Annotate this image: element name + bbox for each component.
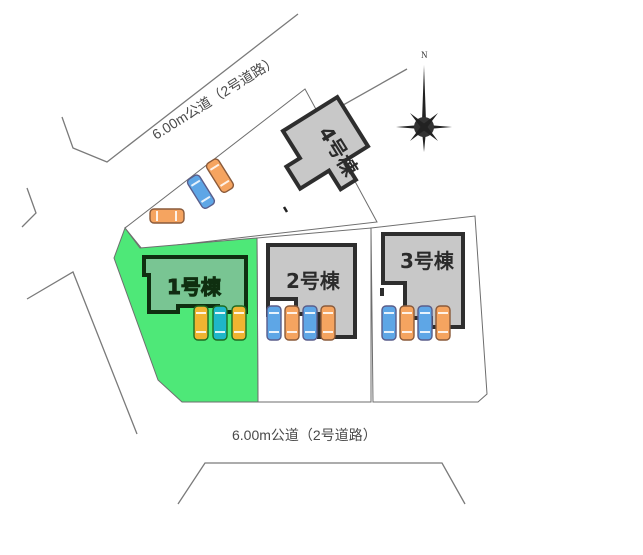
building-4-entry-mark — [282, 206, 289, 213]
car — [212, 305, 228, 341]
building-1[interactable] — [142, 255, 248, 314]
building-1-label: 1号棟 — [167, 275, 222, 299]
car — [193, 305, 209, 341]
north-road-outer-edge — [61, 13, 299, 163]
parking-lot-3 — [381, 305, 451, 341]
car — [186, 174, 216, 210]
car — [205, 158, 235, 194]
west-road-lower-edge — [26, 271, 138, 435]
car — [417, 305, 433, 341]
car — [149, 208, 185, 224]
building-2-label: 2号棟 — [286, 269, 341, 293]
compass-north-label: N — [421, 50, 428, 60]
car — [284, 305, 300, 341]
south-road-edge — [177, 462, 466, 505]
compass-rose-icon: N — [396, 50, 452, 152]
building-4-group — [269, 94, 379, 207]
building-4[interactable] — [269, 94, 379, 207]
car — [302, 305, 318, 341]
south-road-label: 6.00m公道（2号道路） — [232, 427, 377, 443]
car — [399, 305, 415, 341]
parking-lot-4 — [149, 158, 235, 224]
parking-lot-1 — [193, 305, 247, 341]
car — [381, 305, 397, 341]
building-3-label: 3号棟 — [400, 249, 455, 273]
parking-lot-2 — [266, 305, 336, 341]
car — [320, 305, 336, 341]
car — [435, 305, 451, 341]
west-road-upper-edge — [21, 187, 37, 228]
car — [266, 305, 282, 341]
car — [231, 305, 247, 341]
